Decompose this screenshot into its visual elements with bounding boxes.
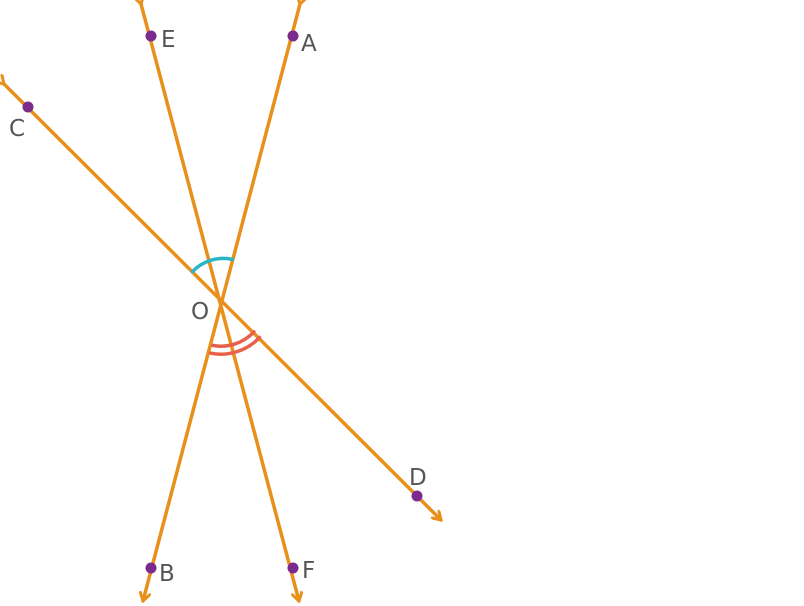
line-cd — [4, 84, 443, 522]
point-f — [287, 562, 299, 574]
point-a — [287, 30, 299, 42]
label-a: A — [301, 31, 317, 57]
label-b: B — [159, 561, 175, 587]
angle-arc-double-outer — [208, 335, 262, 356]
point-e — [145, 30, 157, 42]
point-d — [411, 490, 423, 502]
point-c — [22, 101, 34, 113]
label-e: E — [161, 27, 176, 53]
label-f: F — [302, 558, 315, 584]
label-d: D — [409, 465, 427, 491]
angle-arc-single — [190, 256, 235, 274]
label-c: C — [9, 116, 25, 142]
label-o: O — [191, 299, 209, 325]
point-b — [145, 562, 157, 574]
angle-arc-double-inner — [210, 330, 256, 348]
